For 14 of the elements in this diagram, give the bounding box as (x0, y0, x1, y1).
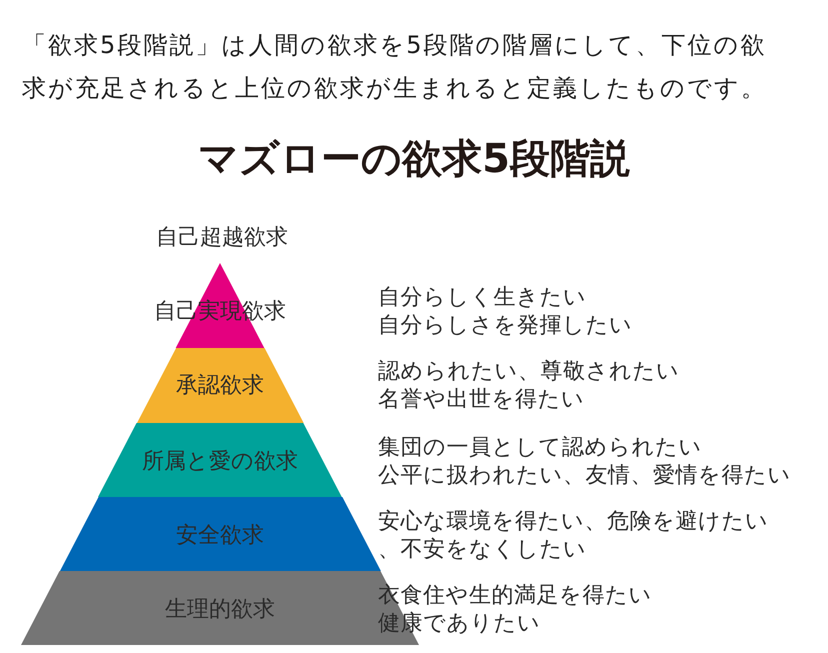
description-text: 自分らしく生きたい (378, 284, 588, 312)
diagram-title: マズローの欲求5段階説 (198, 136, 630, 182)
tier-label: 承認欲求 (176, 372, 264, 400)
tier-label: 生理的欲求 (165, 596, 275, 624)
tier-label: 安全欲求 (176, 522, 264, 550)
level-label: 自己超越欲求 (156, 224, 288, 252)
description-text: 集団の一員として認められたい (378, 434, 703, 462)
intro-paragraph: 「欲求5段階説」は人間の欲求を5段階の階層にして、下位の欲求が充足されると上位の欲求が生まれると定義したものです。 (22, 30, 768, 104)
description-text: 名誉や出世を得たい (378, 386, 586, 414)
description-text: 安心な環境を得たい、危険を避けたい、不安をなくしたい (378, 508, 770, 564)
tier-label: 所属と愛の欲求 (142, 448, 298, 476)
description-text: 公平に扱われたい、友情、愛情を得たい (378, 462, 791, 490)
description-text: 認められたい、尊敬されたい (378, 358, 680, 386)
description-text: 自分らしさを発揮したい (378, 312, 632, 340)
